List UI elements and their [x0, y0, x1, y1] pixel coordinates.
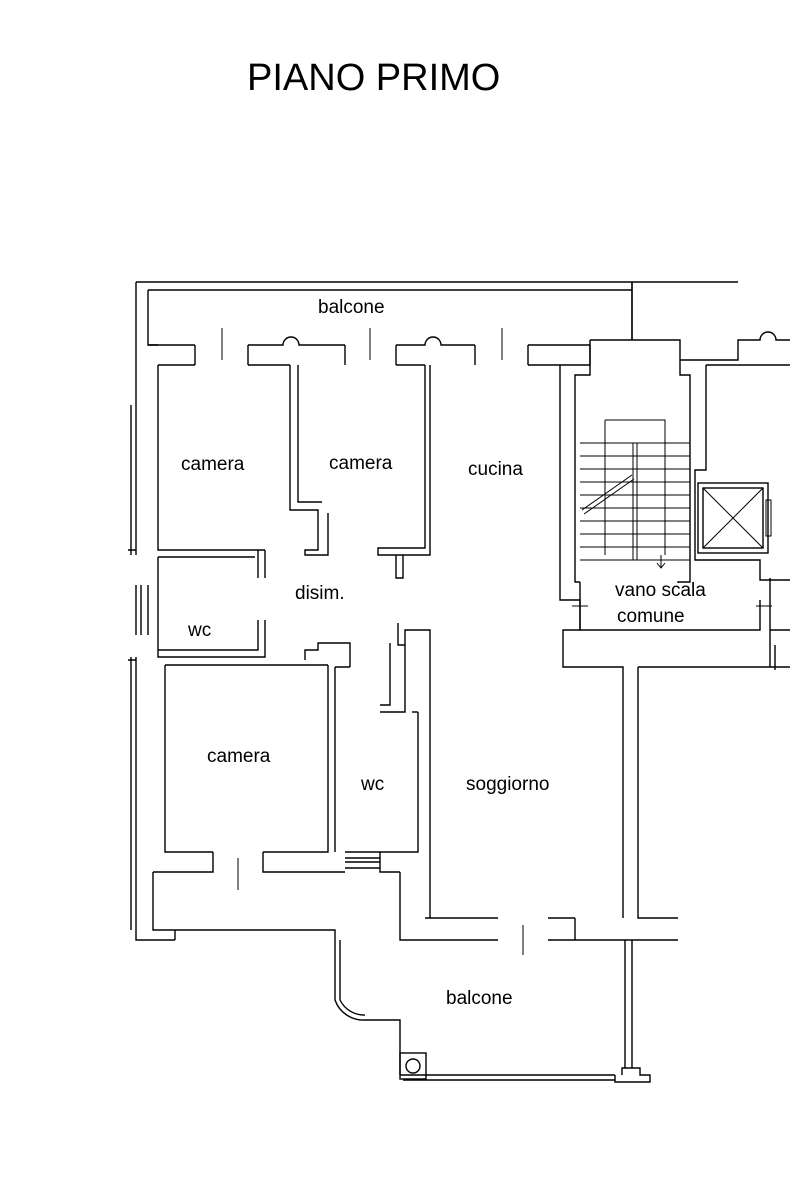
wc-1-walls — [135, 556, 266, 658]
plan-title: PIANO PRIMO — [247, 57, 500, 99]
label-camera-2: camera — [329, 453, 393, 474]
bottom-balcony-east — [624, 940, 633, 1068]
label-cucina: cucina — [468, 459, 523, 480]
outer-west-wall-inner — [130, 290, 158, 930]
cucina-corner — [395, 555, 404, 579]
soggiorno-east-wall — [574, 667, 678, 941]
camera-2-walls — [289, 365, 329, 556]
door-ticks-top — [221, 328, 503, 360]
top-balcony-rail — [136, 281, 738, 340]
label-disimpegno: disim. — [295, 583, 345, 604]
camera-2-right — [377, 365, 431, 556]
stair-core-walls — [574, 339, 761, 631]
top-wall — [148, 336, 590, 346]
label-camera-3: camera — [207, 746, 271, 767]
camera-1-walls — [157, 365, 266, 578]
disim-lower-walls — [304, 623, 431, 918]
walls — [128, 281, 790, 1083]
bottom-pillar — [399, 1052, 427, 1080]
camera-3-walls — [153, 664, 350, 873]
label-balcone-top: balcone — [318, 297, 385, 318]
outer-west-wall — [135, 282, 175, 941]
elevator-icon — [697, 482, 772, 554]
label-comune: comune — [617, 606, 685, 627]
label-balcone-bottom: balcone — [446, 988, 513, 1009]
stair-treads — [580, 419, 690, 569]
label-wc-2: wc — [360, 774, 384, 795]
stair-core-outer — [631, 282, 790, 670]
label-wc-1: wc — [187, 620, 211, 641]
label-camera-1: camera — [181, 454, 245, 475]
room-labels: balcone camera camera cucina disim. wc c… — [181, 297, 706, 1009]
label-soggiorno: soggiorno — [466, 774, 549, 795]
wc-2-walls — [345, 712, 419, 873]
label-vano-scala: vano scala — [615, 580, 706, 601]
soggiorno-south-wall — [399, 872, 575, 941]
lower-west-balcony — [152, 872, 336, 940]
top-wall-inner — [158, 345, 529, 366]
bottom-balcony-rail — [334, 940, 651, 1083]
west-notch — [128, 549, 136, 661]
drain-icon — [405, 1058, 421, 1074]
